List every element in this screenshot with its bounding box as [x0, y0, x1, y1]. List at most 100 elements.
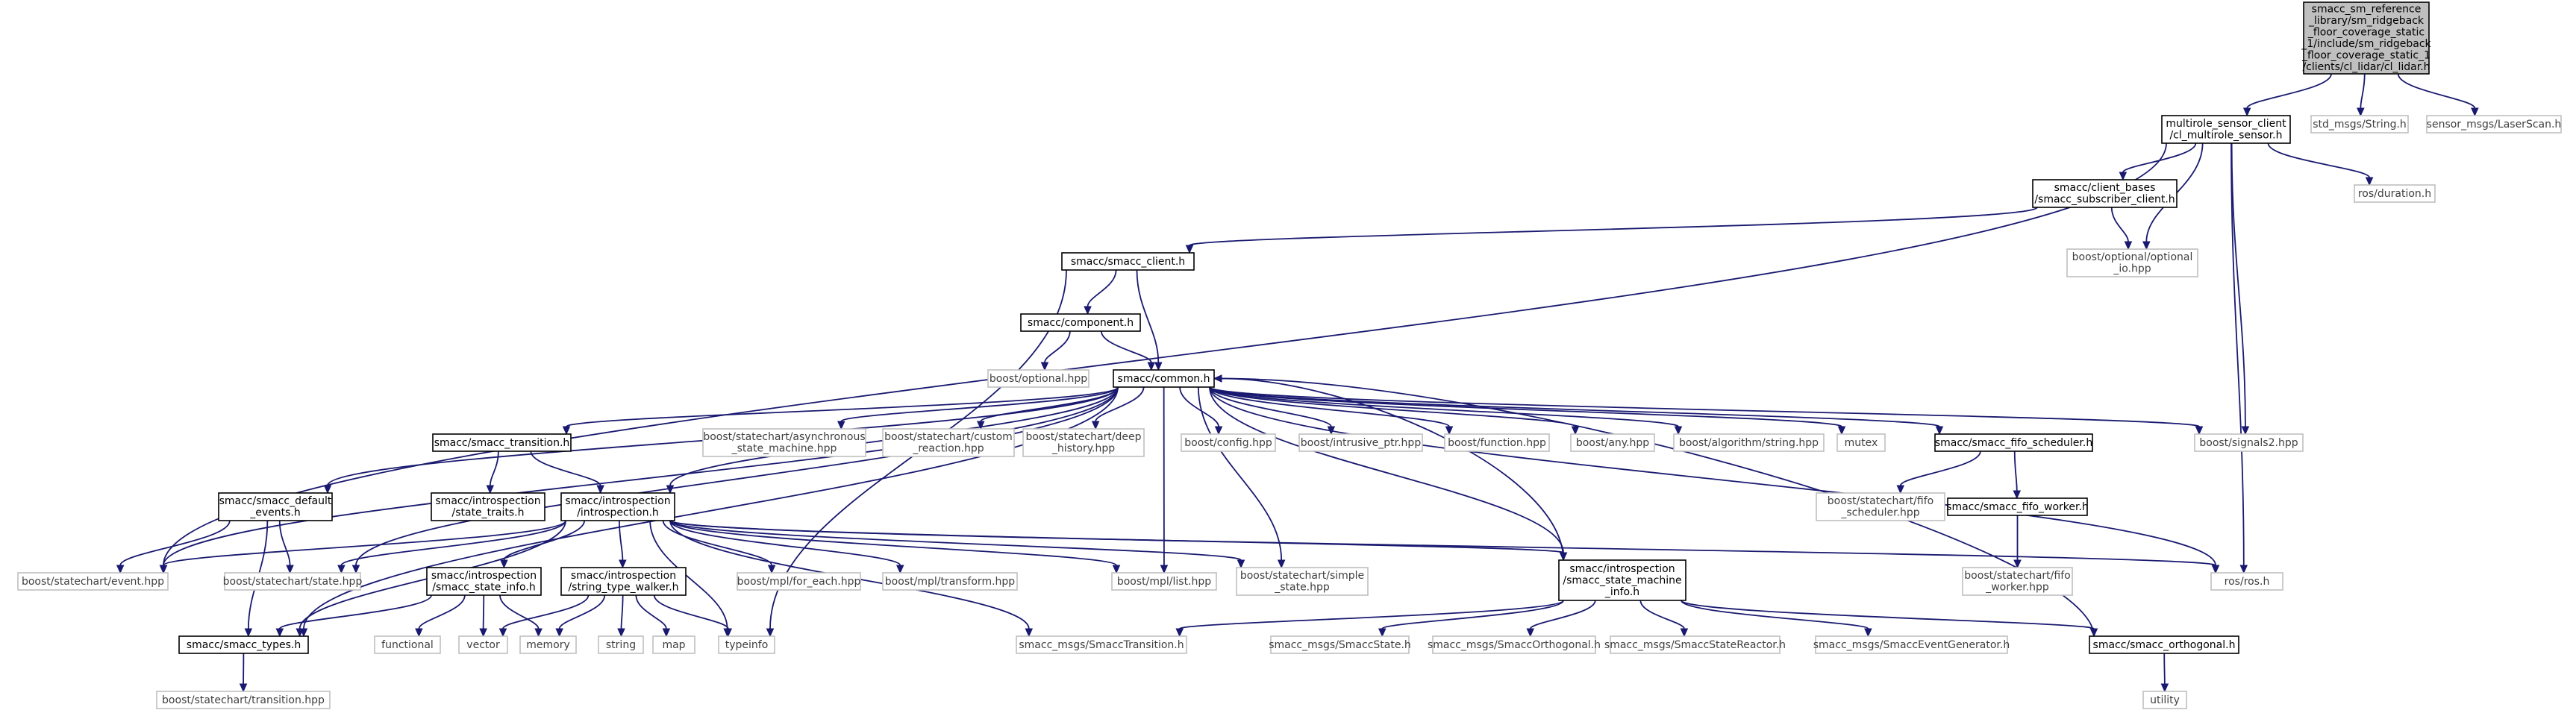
edge-arrowhead	[1091, 421, 1100, 430]
edge-line	[2163, 653, 2166, 685]
edge-arrowhead	[2242, 107, 2251, 117]
edge-line	[566, 386, 1119, 427]
edge-line	[1209, 386, 1576, 427]
node-box	[652, 635, 695, 654]
edge-line	[1681, 600, 1869, 629]
node-label: mutex	[1845, 437, 1878, 449]
node-label: _library/sm_ridgeback	[2308, 15, 2425, 27]
node-label: boost/function.hpp	[1448, 437, 1546, 449]
node-types[interactable]: smacc/smacc_types.h	[178, 635, 309, 654]
node-box	[1022, 428, 1145, 457]
edge-arrowhead	[1185, 245, 1194, 254]
node-fifosched[interactable]: smacc/smacc_fifo_scheduler.h	[1934, 433, 2093, 452]
edge-line	[1209, 386, 2216, 566]
node-fifoworker[interactable]: smacc/smacc_fifo_worker.h	[1946, 497, 2089, 516]
node-orth[interactable]: smacc/smacc_orthogonal.h	[2089, 635, 2239, 654]
node-label: typeinfo	[725, 639, 769, 651]
edge-common-to-state	[351, 386, 1119, 574]
node-mrs[interactable]: multirole_sensor_client/cl_multirole_sen…	[2161, 115, 2291, 144]
node-laser: sensor_msgs/LaserScan.h	[2426, 115, 2562, 134]
edge-arrowhead	[351, 565, 360, 574]
edge-line	[489, 450, 499, 486]
edge-line	[1381, 600, 1564, 629]
node-box	[1947, 497, 2088, 516]
edge-fifosched-to-fifoworker	[2013, 450, 2022, 500]
node-mreact: smacc_msgs/SmaccStateReactor.h	[1604, 635, 1786, 654]
node-box	[519, 635, 577, 654]
node-label: boost/optional.hpp	[990, 373, 1087, 385]
edge-arrowhead	[534, 628, 543, 638]
node-box	[1673, 433, 1825, 452]
node-box	[1816, 492, 1945, 521]
edge-root-to-laser	[2397, 73, 2479, 117]
node-box	[2161, 115, 2291, 144]
edge-arrowhead	[1237, 559, 1245, 569]
node-label: boost/mpl/transform.hpp	[885, 576, 1015, 588]
node-defev[interactable]: smacc/smacc_default_events.h	[218, 492, 333, 521]
node-smi[interactable]: smacc/introspection/smacc_state_machine_…	[1558, 559, 1686, 601]
edge-common-to-event	[159, 386, 1119, 574]
edge-common-to-mpllist	[1160, 386, 1169, 574]
node-walker[interactable]: smacc/introspection/string_type_walker.h	[560, 567, 687, 596]
edge-arrowhead	[2195, 426, 2204, 436]
edge-trans-to-intro	[530, 450, 604, 494]
node-label: _reaction.hpp	[912, 443, 984, 455]
node-box	[2303, 1, 2430, 75]
edge-smi-to-morth	[1526, 600, 1596, 638]
node-label: boost/mpl/list.hpp	[1117, 576, 1211, 588]
edge-walker-to-vector	[498, 594, 590, 638]
edge-line	[1639, 600, 1685, 629]
edge-arrowhead	[2471, 107, 2479, 117]
edge-walker-to-memory	[555, 594, 606, 638]
node-trans[interactable]: smacc/smacc_transition.h	[432, 433, 572, 452]
node-root[interactable]: smacc_sm_reference_library/sm_ridgeback_…	[2301, 1, 2432, 75]
node-strait[interactable]: smacc/introspection/state_traits.h	[431, 492, 545, 521]
node-common[interactable]: smacc/common.h	[1113, 369, 1215, 388]
node-label: vector	[466, 639, 500, 651]
node-sclient[interactable]: smacc/smacc_client.h	[1061, 252, 1195, 271]
edge-smi-to-orth	[1681, 600, 2098, 638]
edge-arrowhead	[2124, 241, 2133, 251]
edge-arrowhead	[415, 628, 423, 638]
node-label: /state_traits.h	[451, 507, 524, 519]
node-box	[987, 369, 1090, 388]
edge-common-to-config	[1179, 386, 1223, 436]
node-intro[interactable]: smacc/introspection/introspection.h	[560, 492, 675, 521]
node-box	[702, 428, 866, 457]
edge-line	[1087, 269, 1117, 307]
node-map: map	[652, 635, 695, 654]
edge-arrowhead	[1147, 362, 1156, 371]
edge-common-to-algstr	[1209, 386, 1683, 436]
edge-line	[502, 594, 590, 629]
edge-walker-to-map	[635, 594, 671, 638]
edge-line	[1209, 386, 1450, 427]
edge-arrowhead	[2211, 565, 2220, 574]
node-box	[1558, 559, 1686, 601]
node-box	[1113, 369, 1215, 388]
node-memory: memory	[519, 635, 577, 654]
graph-edges	[116, 73, 2479, 693]
node-box	[1111, 572, 1217, 591]
edge-arrowhead	[1837, 426, 1846, 436]
node-box	[737, 572, 861, 591]
edge-arrowhead	[1154, 362, 1163, 371]
edge-line	[2013, 450, 2018, 492]
node-label: _worker.hpp	[1985, 582, 2049, 594]
node-label: /introspection.h	[577, 507, 659, 519]
edge-comp-to-common	[1100, 330, 1156, 371]
edge-line	[418, 594, 466, 629]
edge-mrs-to-rosdur	[2267, 142, 2374, 186]
node-label: _state.hpp	[1274, 582, 1330, 594]
node-foreach: boost/mpl/for_each.hpp	[737, 572, 861, 591]
edge-arrowhead	[486, 485, 495, 494]
node-label: smacc/introspection	[565, 495, 670, 507]
edge-arrowhead	[296, 628, 304, 638]
node-stinfo[interactable]: smacc/introspection/smacc_state_info.h	[426, 567, 542, 596]
edge-line	[1209, 386, 1940, 427]
node-box	[156, 691, 331, 709]
node-comp[interactable]: smacc/component.h	[1020, 313, 1141, 332]
node-box	[1236, 567, 1369, 596]
node-cbs[interactable]: smacc/client_bases/smacc_subscriber_clie…	[2032, 179, 2178, 208]
edge-arrowhead	[2241, 426, 2250, 436]
edge-mrs-to-signals2	[2230, 142, 2250, 436]
